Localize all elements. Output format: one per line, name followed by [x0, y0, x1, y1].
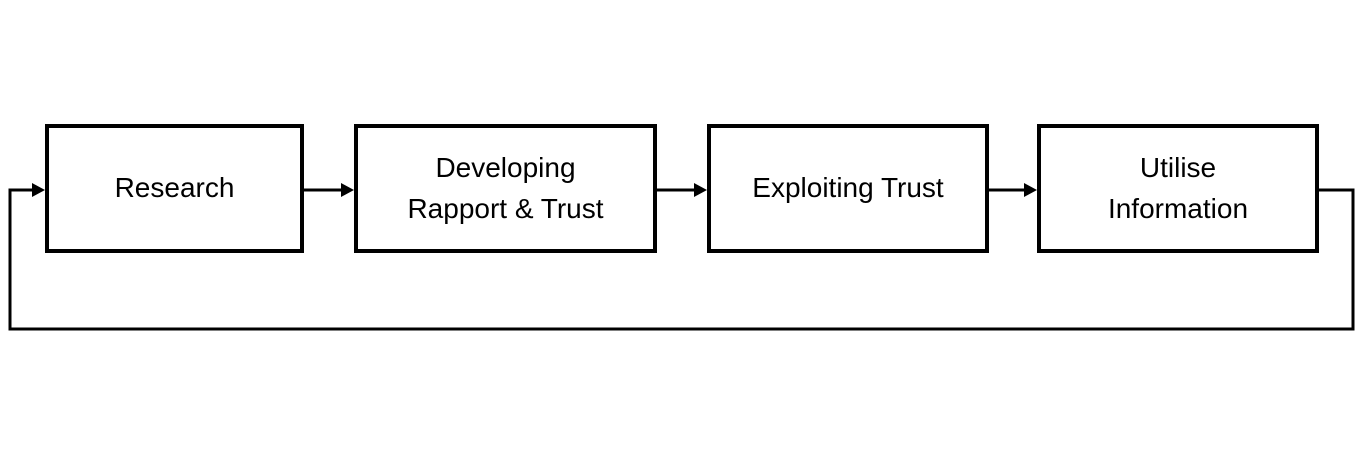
flow-box-utilise-information: Utilise Information	[1037, 124, 1319, 253]
flow-box-research: Research	[45, 124, 304, 253]
arrowhead-to-rapport	[341, 183, 354, 197]
flow-box-research-label: Research	[114, 172, 235, 204]
flow-box-exploiting-trust-label: Exploiting Trust	[752, 172, 944, 204]
flow-box-exploiting-trust: Exploiting Trust	[707, 124, 989, 253]
flow-box-utilise-information-label: Utilise Information	[1107, 151, 1249, 224]
arrowhead-to-utilise	[1024, 183, 1037, 197]
feedback-loop-line	[8, 188, 1355, 331]
arrowhead-to-research	[32, 183, 45, 197]
arrowhead-to-exploit	[694, 183, 707, 197]
flow-box-developing-rapport-trust: Developing Rapport & Trust	[354, 124, 657, 253]
flow-box-developing-rapport-trust-label: Developing Rapport & Trust	[407, 151, 604, 224]
